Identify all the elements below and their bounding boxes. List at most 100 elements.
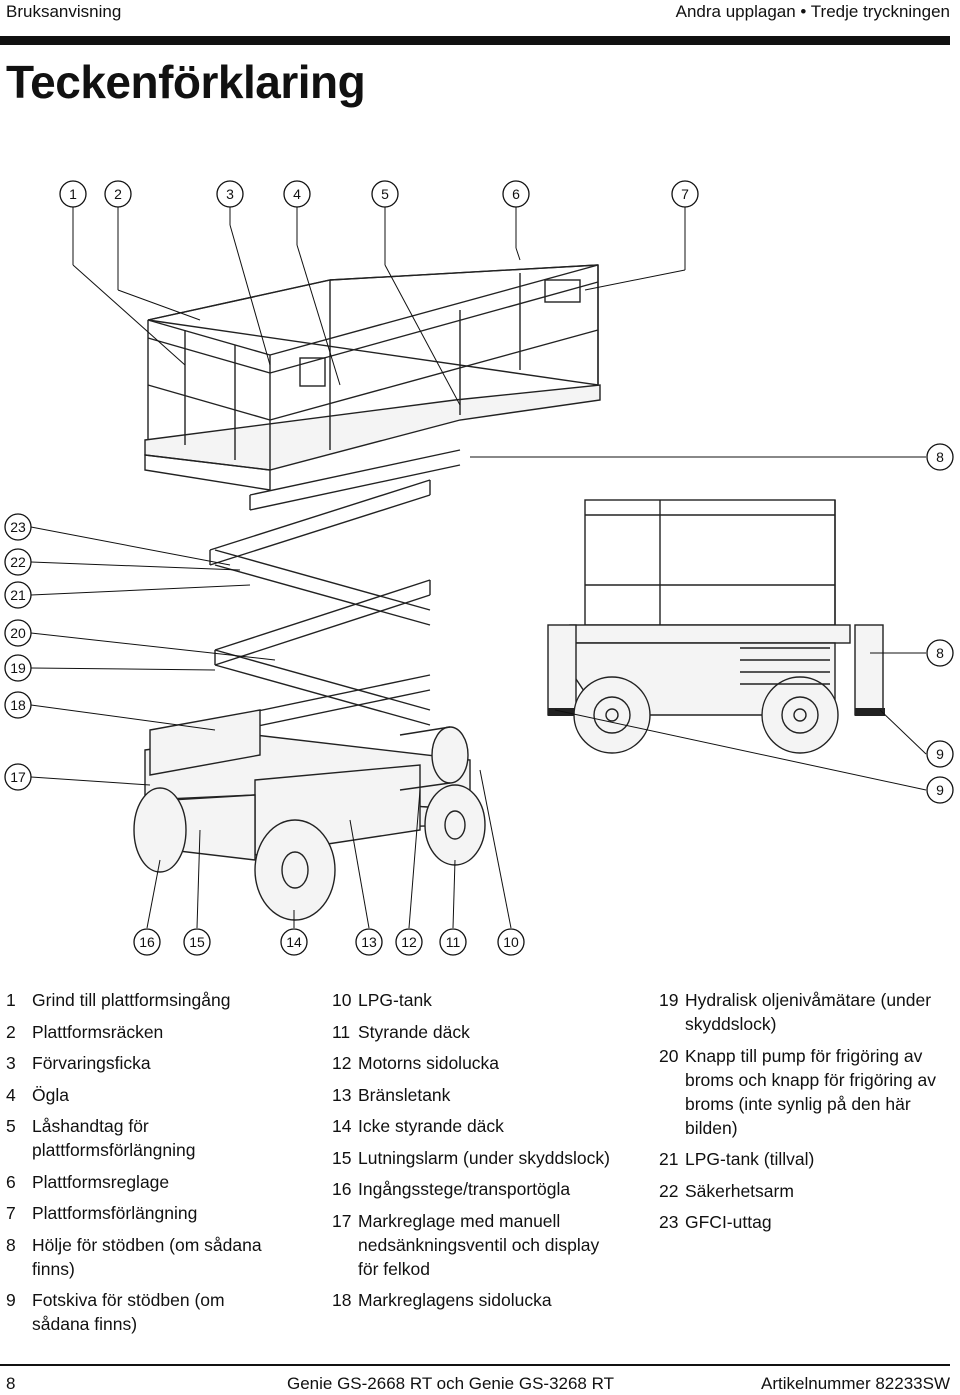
legend-text: GFCI-uttag bbox=[685, 1212, 772, 1232]
callout-16: 16 bbox=[133, 928, 161, 956]
svg-text:7: 7 bbox=[681, 186, 689, 202]
svg-text:21: 21 bbox=[10, 587, 26, 603]
legend-number: 9 bbox=[6, 1290, 16, 1310]
legend-number: 2 bbox=[6, 1021, 16, 1042]
scissor-lift-diagram: 1 2 3 4 5 6 7 23 22 21 20 19 18 17 8 8 9… bbox=[4, 180, 954, 956]
legend-text: Bränsletank bbox=[358, 1084, 451, 1105]
callout-9a: 9 bbox=[926, 740, 954, 768]
callouts-bottom: 16 15 14 13 12 11 10 bbox=[133, 928, 525, 956]
callouts-top: 1 2 3 4 5 6 7 bbox=[59, 180, 699, 208]
svg-text:3: 3 bbox=[226, 186, 234, 202]
legend-text: Ögla bbox=[32, 1084, 69, 1105]
legend-text: Låshandtag för plattformsförlängning bbox=[32, 1116, 196, 1160]
legend-item: 12 Motorns sidolucka bbox=[332, 1051, 622, 1075]
callout-13: 13 bbox=[355, 928, 383, 956]
svg-text:4: 4 bbox=[293, 186, 301, 202]
header-rule bbox=[0, 36, 950, 45]
legend-text: Lutningslarm (under skyddslock) bbox=[358, 1147, 610, 1168]
svg-text:14: 14 bbox=[286, 934, 302, 950]
svg-text:5: 5 bbox=[381, 186, 389, 202]
svg-text:9: 9 bbox=[936, 782, 944, 798]
legend-text: Hölje för stödben (om sådana finns) bbox=[32, 1234, 262, 1279]
page-title: Teckenförklaring bbox=[6, 56, 366, 108]
legend-text: Ingångsstege/transportögla bbox=[358, 1179, 571, 1199]
legend-text: LPG-tank (tillval) bbox=[685, 1149, 815, 1169]
legend-text: LPG-tank bbox=[358, 990, 432, 1010]
article-number: Artikelnummer 82233SW bbox=[761, 1374, 950, 1393]
svg-text:15: 15 bbox=[189, 934, 205, 950]
svg-text:12: 12 bbox=[401, 934, 417, 950]
legend-text: Knapp till pump för frigöring av broms o… bbox=[685, 1045, 936, 1138]
svg-text:13: 13 bbox=[361, 934, 377, 950]
callout-8b: 8 bbox=[926, 639, 954, 667]
legend-number: 1 bbox=[6, 990, 16, 1010]
footer-rule bbox=[0, 1364, 950, 1366]
legend-number: 5 bbox=[6, 1116, 16, 1136]
callout-11: 11 bbox=[439, 928, 467, 956]
manual-title: Bruksanvisning bbox=[6, 2, 122, 21]
legend-number: 11 bbox=[332, 1021, 351, 1042]
product-name: Genie GS-2668 RT och Genie GS-3268 RT bbox=[287, 1374, 614, 1393]
svg-text:20: 20 bbox=[10, 625, 26, 641]
legend-number: 6 bbox=[6, 1171, 16, 1192]
legend-text: Motorns sidolucka bbox=[358, 1053, 500, 1073]
callout-17: 17 bbox=[4, 763, 32, 791]
callout-8a: 8 bbox=[926, 443, 954, 471]
legend-item: 16 Ingångsstege/transportögla bbox=[332, 1177, 622, 1201]
callout-12: 12 bbox=[395, 928, 423, 956]
legend-number: 17 bbox=[332, 1210, 352, 1231]
svg-text:1: 1 bbox=[69, 186, 77, 202]
callout-21: 21 bbox=[4, 581, 32, 609]
callout-22: 22 bbox=[4, 548, 32, 576]
legend-text: Markreglage med manuell nedsänkningsvent… bbox=[358, 1210, 600, 1279]
legend-text: Fotskiva för stödben (om sådana finns) bbox=[32, 1290, 225, 1334]
legend-item: 20 Knapp till pump för frigöring av broms… bbox=[659, 1044, 954, 1140]
svg-text:19: 19 bbox=[10, 660, 26, 676]
callout-14: 14 bbox=[280, 928, 308, 956]
legend-text: Förvaringsficka bbox=[32, 1053, 151, 1073]
svg-text:8: 8 bbox=[936, 645, 944, 661]
callout-6: 6 bbox=[502, 180, 530, 208]
legend-text: Grind till plattformsingång bbox=[32, 990, 231, 1010]
callout-2: 2 bbox=[104, 180, 132, 208]
svg-text:2: 2 bbox=[114, 186, 122, 202]
callout-3: 3 bbox=[216, 180, 244, 208]
callout-1: 1 bbox=[59, 180, 87, 208]
legend-number: 14 bbox=[332, 1116, 352, 1136]
svg-text:10: 10 bbox=[503, 934, 519, 950]
leader-lines bbox=[30, 207, 927, 929]
callouts-right: 8 8 9 9 bbox=[926, 443, 954, 804]
callout-9b: 9 bbox=[926, 776, 954, 804]
perspective-lift-drawing bbox=[133, 264, 601, 921]
edition-info: Andra upplagan • Tredje tryckningen bbox=[675, 2, 950, 21]
callout-7: 7 bbox=[671, 180, 699, 208]
svg-text:22: 22 bbox=[10, 554, 26, 570]
callout-5: 5 bbox=[371, 180, 399, 208]
svg-text:18: 18 bbox=[10, 697, 26, 713]
legend-item: 14 Icke styrande däck bbox=[332, 1114, 622, 1138]
legend-text: Icke styrande däck bbox=[358, 1116, 504, 1136]
svg-text:8: 8 bbox=[936, 449, 944, 465]
legend-number: 16 bbox=[332, 1179, 352, 1199]
callout-10: 10 bbox=[497, 928, 525, 956]
legend-item: 17 Markreglage med manuell nedsänkningsve… bbox=[332, 1209, 622, 1281]
svg-text:6: 6 bbox=[512, 186, 520, 202]
legend-number: 20 bbox=[659, 1045, 679, 1066]
legend-number: 12 bbox=[332, 1053, 352, 1073]
callout-15: 15 bbox=[183, 928, 211, 956]
